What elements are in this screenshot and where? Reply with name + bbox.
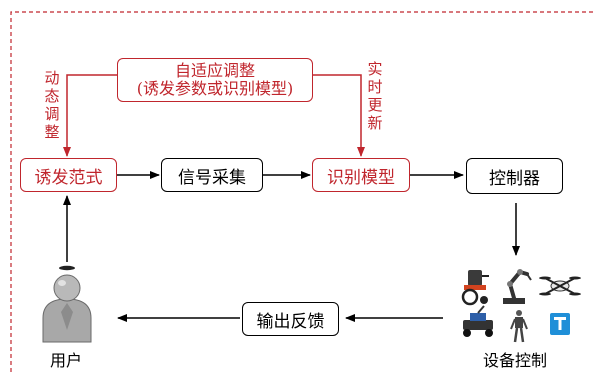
robot-arm-icon — [503, 269, 532, 304]
dashed-frame — [10, 11, 594, 372]
wheelchair-icon — [461, 270, 489, 306]
adaptive-title: 自适应调整 — [174, 61, 255, 80]
output-feedback-box: 输出反馈 — [242, 302, 339, 336]
robot-car-icon — [463, 305, 493, 337]
user-label: 用户 — [50, 351, 83, 370]
adaptive-adjust-box: 自适应调整 (诱发参数或识别模型) — [117, 58, 313, 102]
signal-acquisition-box: 信号采集 — [161, 158, 263, 192]
realtime-update-label: 实时更新 — [367, 60, 383, 132]
adaptive-subtitle: (诱发参数或识别模型) — [136, 79, 294, 98]
dynamic-adjust-label: 动态调整 — [44, 69, 60, 141]
user-avatar-icon — [42, 265, 92, 343]
drone-icon — [539, 276, 581, 296]
adjust-right-arrow — [313, 74, 365, 157]
recognition-model-box: 识别模型 — [312, 158, 410, 192]
humanoid-robot-icon — [510, 310, 528, 343]
device-control-label: 设备控制 — [483, 351, 548, 370]
app-icon — [550, 313, 570, 335]
controller-box: 控制器 — [466, 158, 563, 194]
induction-paradigm-box: 诱发范式 — [20, 158, 117, 192]
adjust-left-arrow — [63, 74, 117, 157]
